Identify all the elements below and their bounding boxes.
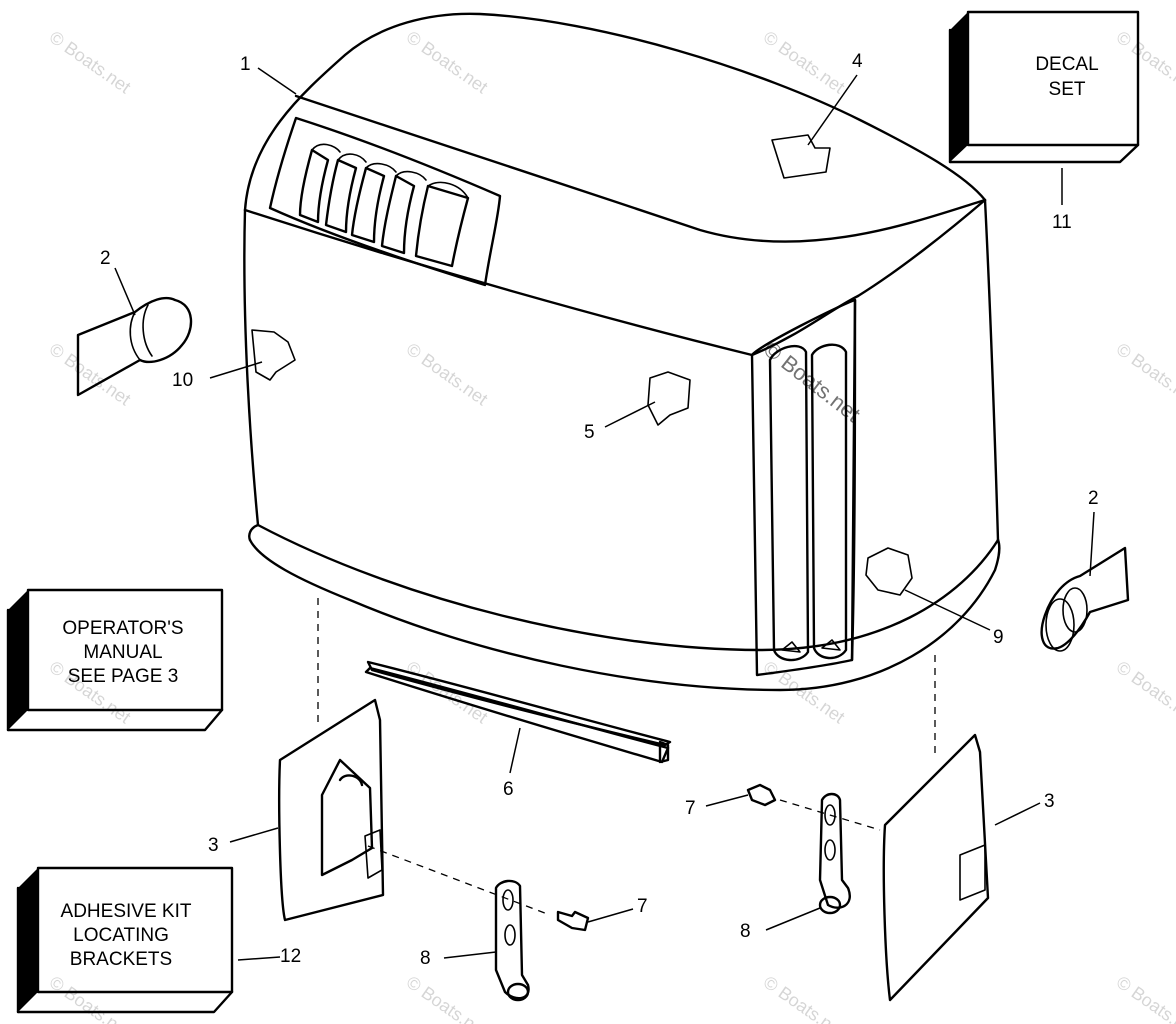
callout-2-left: 2 [100,248,111,269]
operators-manual-line-3: SEE PAGE 3 [68,666,179,687]
watermark: © Boats.net [1113,339,1176,409]
callout-5: 5 [584,422,595,443]
cover-side-corner [856,198,987,298]
adhesive-kit-line-3: BRACKETS [70,949,172,970]
callout-2-right: 2 [1088,488,1099,509]
cover-top-outline [243,12,987,212]
cover-front-top-edge [243,208,860,357]
watermark: © Boats.net [1113,972,1176,1024]
adhesive-kit-line-2: LOCATING [73,925,169,946]
watermark: © Boats.net [403,339,492,409]
callout-3-left: 3 [208,835,219,856]
seal-strip-6 [364,660,672,764]
bracket-plate-right [882,733,990,1002]
decal-2-left [76,296,193,397]
callout-9: 9 [993,627,1004,648]
decal-set-line-2: SET [1049,79,1086,100]
cover-crown-edge [294,94,987,243]
watermarks: © Boats.net © Boats.net © Boats.net © Bo… [46,27,1176,1024]
callout-3-right: 3 [1044,791,1055,812]
cover-right-edge [983,198,1000,542]
callout-8-left: 8 [420,948,431,969]
operators-manual-line-1: OPERATOR'S [62,618,183,639]
alignment-lines [317,598,936,916]
watermark: © Boats.net [760,27,849,97]
decal-patch-5 [647,371,691,426]
callout-10: 10 [172,370,193,391]
decal-2-right [1040,546,1130,652]
callout-7-left: 7 [637,896,648,917]
callout-7-right: 7 [685,798,696,819]
adhesive-kit-line-1: ADHESIVE KIT [61,901,192,922]
watermark: © Boats.net [403,657,492,727]
watermark: © Boats.net [760,972,849,1024]
screw-7-left [556,910,590,932]
callout-4: 4 [852,51,863,72]
watermark: © Boats.net [46,339,135,409]
watermark: © Boats.net [1113,657,1176,727]
operators-manual-line-2: MANUAL [83,642,162,663]
side-vent [750,298,857,677]
bracket-8-left [494,879,530,1002]
front-vent-slots [298,143,470,268]
cover-rim-bottom [248,538,1001,692]
watermark: © Boats.net [46,27,135,97]
decal-patch-10 [251,329,296,381]
watermark: © Boats.net [46,972,135,1024]
front-vent-frame [268,116,502,287]
watermark: © Boats.net [1113,27,1176,97]
screw-7-right [746,783,777,807]
callout-12: 12 [280,946,301,967]
cover-left-edge [243,208,260,527]
callout-8-right: 8 [740,921,751,942]
watermark: © Boats.net [403,27,492,97]
bracket-plate-left [278,698,385,922]
decal-set-line-1: DECAL [1035,54,1098,75]
callouts: 1 2 2 3 3 4 5 6 7 7 8 8 9 10 11 12 [100,51,1099,969]
bracket-8-right [818,792,851,915]
decal-patch-4 [771,134,831,179]
operators-manual-box: OPERATOR'S MANUAL SEE PAGE 3 [6,588,224,732]
adhesive-kit-box: ADHESIVE KIT LOCATING BRACKETS [16,866,234,1014]
cover-rim-left-cap [248,523,260,542]
callout-1: 1 [240,54,251,75]
watermark: © Boats.net [403,972,492,1024]
decal-set-box: DECAL SET [948,10,1140,164]
motor-cover [243,12,1001,692]
cover-rim-top [256,523,1000,652]
callout-11: 11 [1052,212,1072,233]
callout-6: 6 [503,779,514,800]
decal-patch-9 [865,547,913,596]
leader-lines [114,67,1095,961]
